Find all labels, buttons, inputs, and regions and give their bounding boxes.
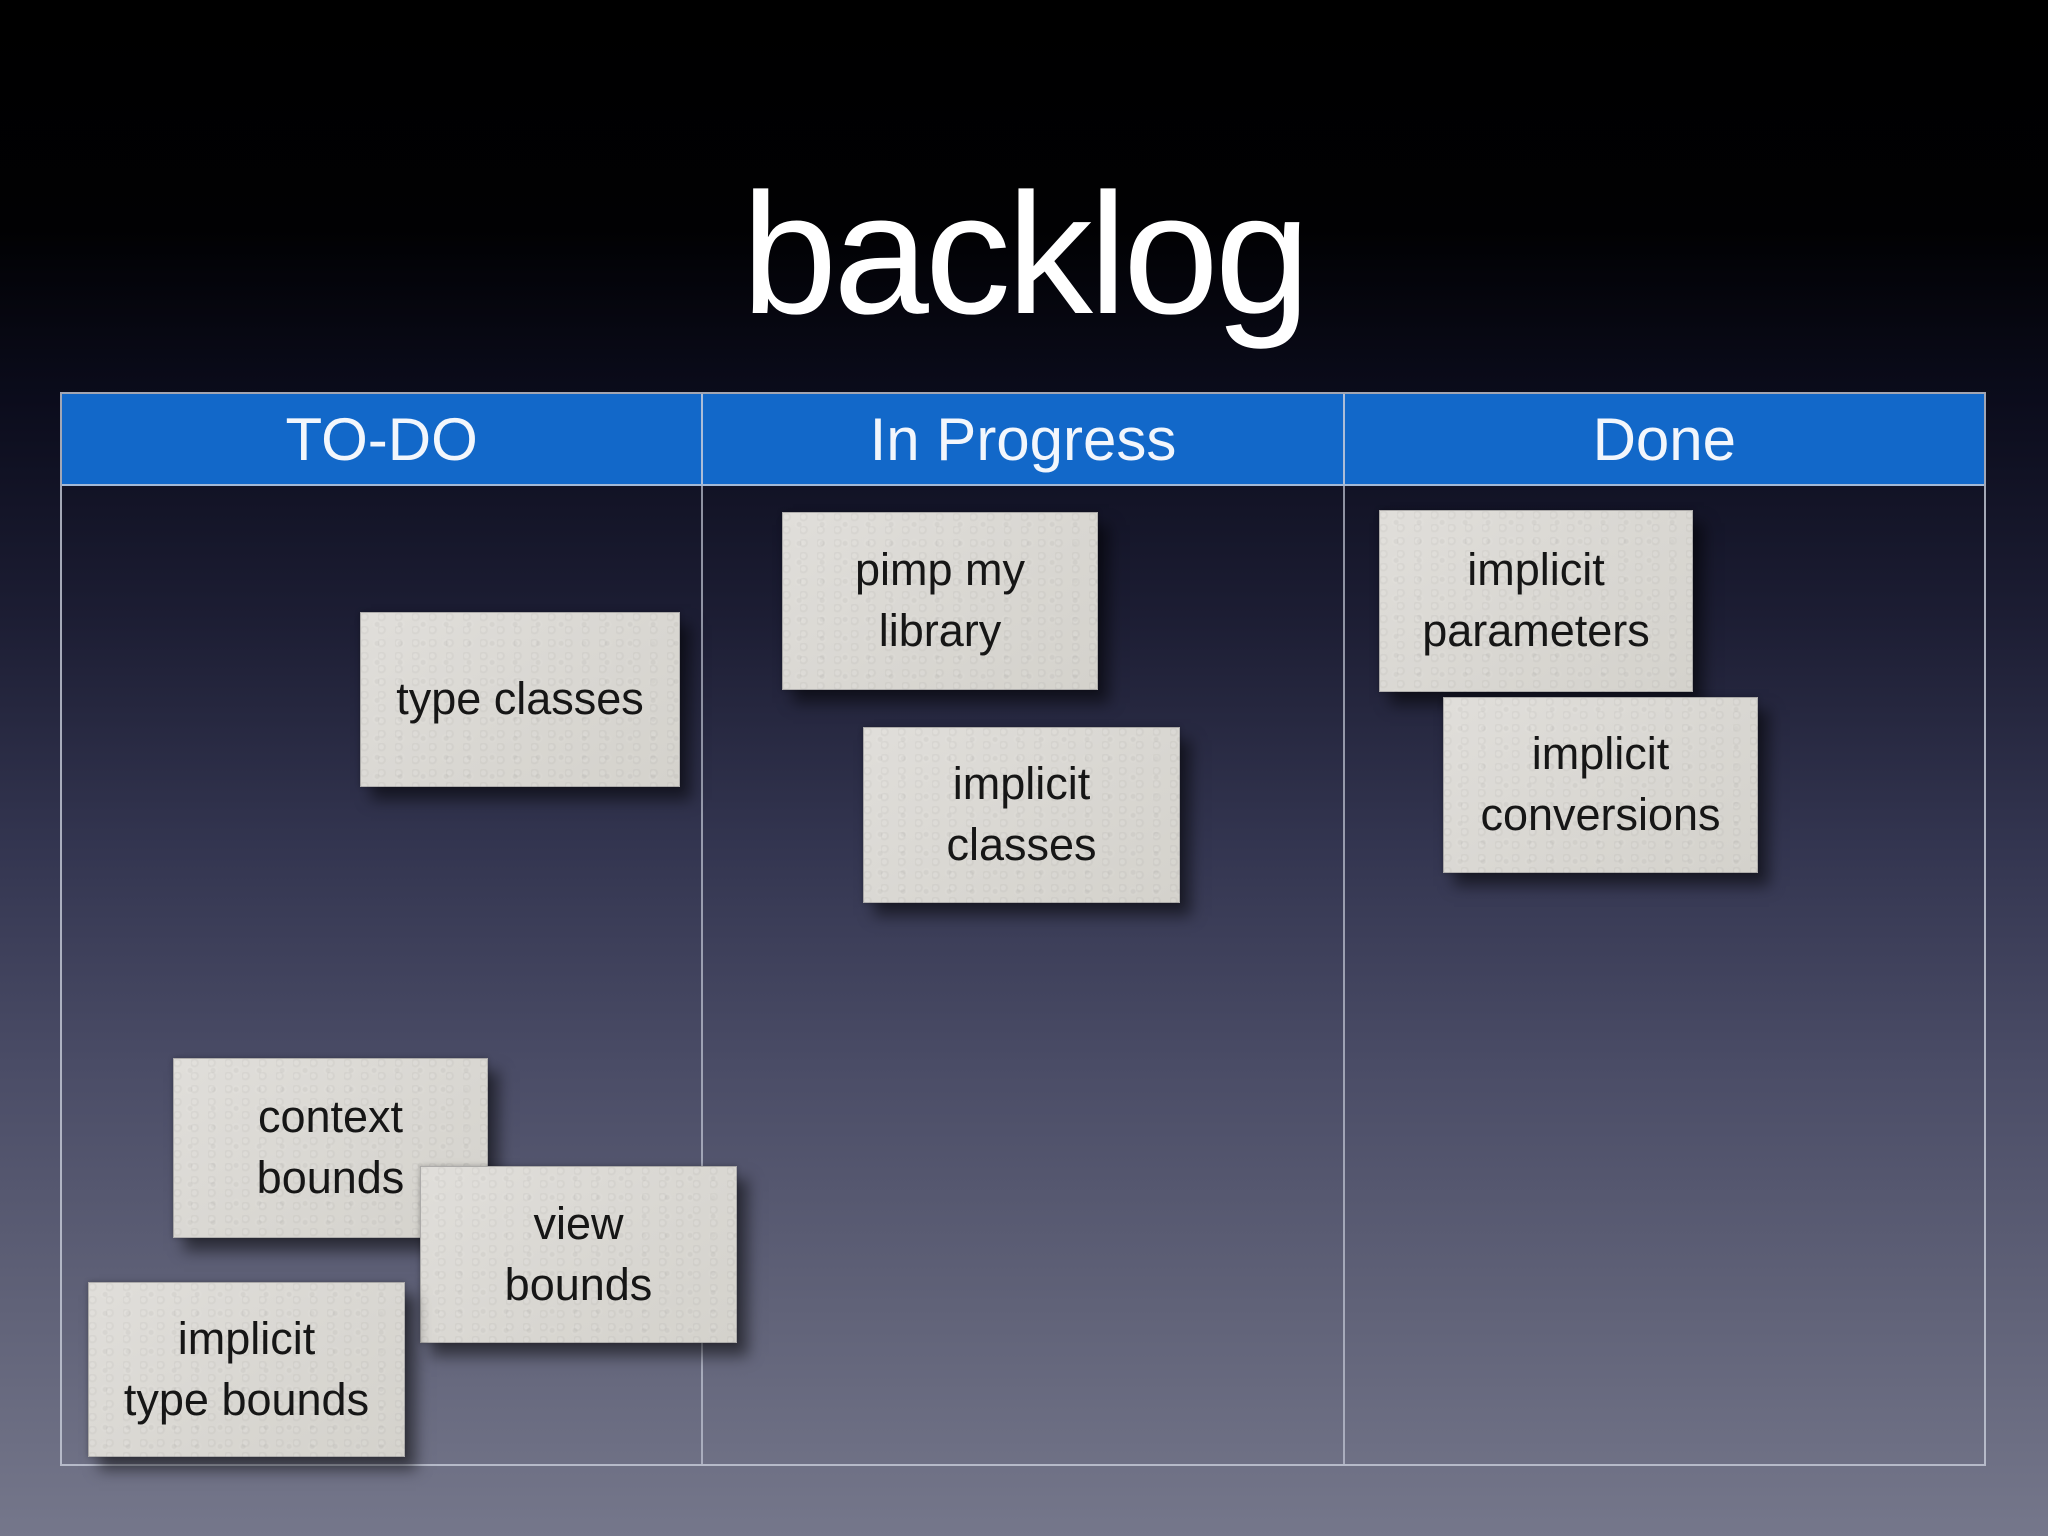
card-pimp-my-library: pimp my library — [782, 512, 1098, 690]
card-implicit-classes: implicit classes — [863, 727, 1180, 903]
column-body-done — [1342, 486, 1984, 1464]
card-context-bounds: context bounds — [173, 1058, 488, 1238]
kanban-board: TO-DO In Progress Done — [60, 392, 1986, 1466]
column-header-in-progress: In Progress — [701, 394, 1342, 484]
card-implicit-conversions: implicit conversions — [1443, 697, 1758, 873]
board-body — [62, 486, 1984, 1464]
card-type-classes: type classes — [360, 612, 680, 787]
column-body-in-progress — [701, 486, 1342, 1464]
column-header-done: Done — [1342, 394, 1984, 484]
card-implicit-parameters: implicit parameters — [1379, 510, 1693, 692]
board-header-row: TO-DO In Progress Done — [62, 394, 1984, 486]
card-view-bounds: view bounds — [420, 1166, 737, 1343]
slide-title: backlog — [741, 158, 1311, 350]
card-implicit-type-bounds: implicit type bounds — [88, 1282, 405, 1457]
column-header-todo: TO-DO — [285, 405, 478, 473]
